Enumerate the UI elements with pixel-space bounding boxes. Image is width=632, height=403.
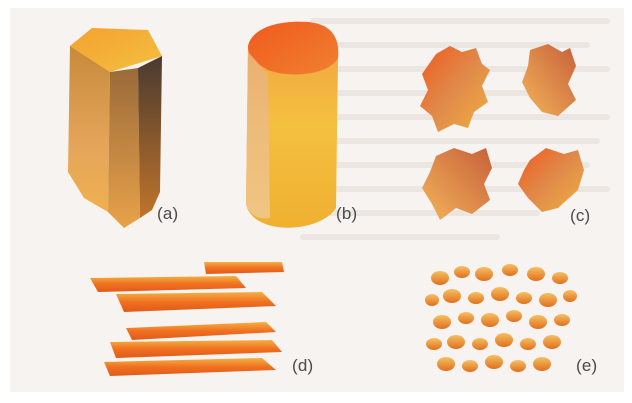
panel-a-crystal [62, 22, 172, 234]
panel-d-label: (d) [292, 356, 313, 376]
panel-a-label: (a) [157, 204, 178, 224]
panel-c-label: (c) [570, 206, 590, 226]
panel-e-grains [422, 260, 582, 388]
figure-paper: (a) [10, 8, 624, 392]
panel-b-crystal [238, 18, 348, 238]
panel-d-plates [86, 258, 296, 388]
panel-b-label: (b) [336, 204, 357, 224]
panel-e-label: (e) [576, 356, 597, 376]
